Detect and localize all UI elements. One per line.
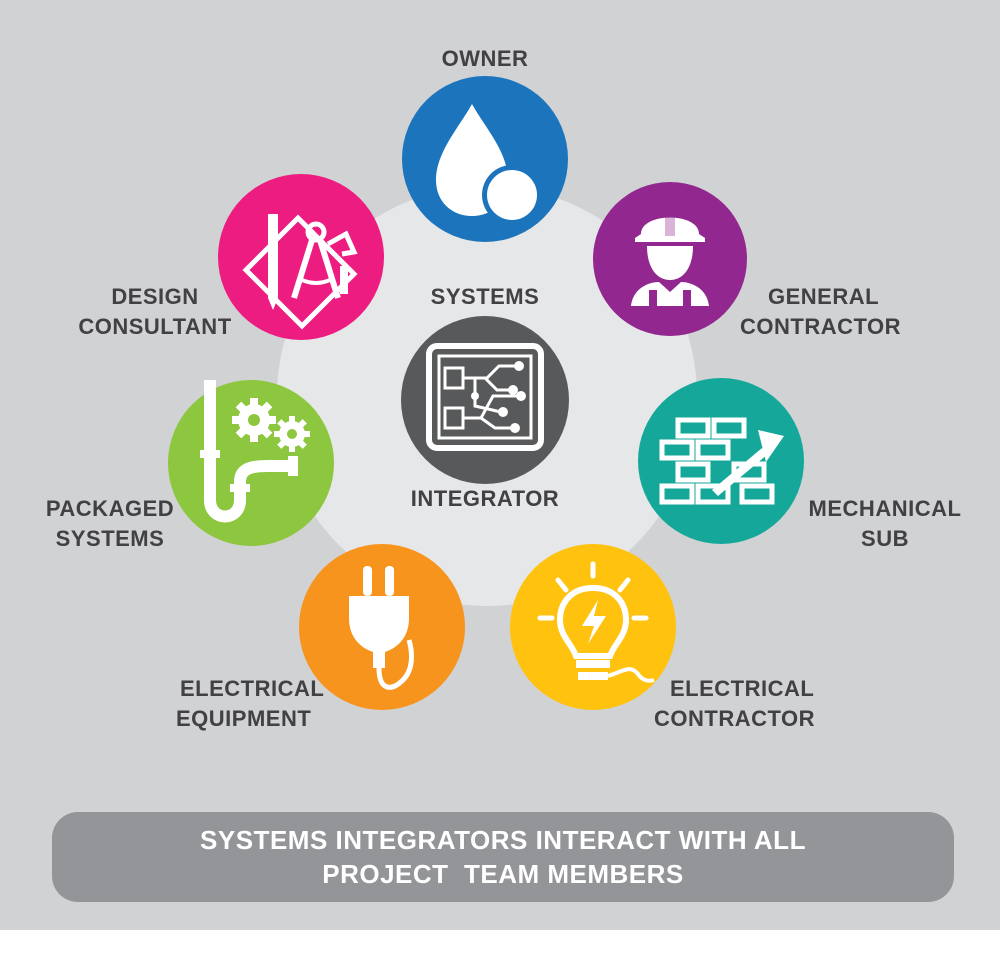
hard-hat-worker-icon [631, 212, 709, 306]
diagram-canvas: OWNER GENERAL CONTRACTOR [0, 0, 1000, 930]
banner-line-1: SYSTEMS INTEGRATORS INTERACT WITH ALL [200, 825, 806, 855]
brick-wall-trowel-icon [659, 417, 784, 505]
owner-node [402, 76, 568, 242]
center-label-bottom: INTEGRATOR [410, 486, 560, 511]
mechanical-sub-node [638, 378, 804, 544]
packaged-systems-node [168, 380, 334, 546]
circuit-board-icon [426, 343, 544, 451]
electrical-equipment-node [299, 544, 465, 710]
pipes-gears-icon [200, 380, 310, 523]
packaged-systems-label: PACKAGED SYSTEMS [45, 496, 175, 551]
summary-banner: SYSTEMS INTEGRATORS INTERACT WITH ALL PR… [52, 812, 954, 902]
center-label-top: SYSTEMS [430, 284, 540, 309]
design-consultant-node [218, 174, 384, 340]
electrical-contractor-label: ELECTRICAL CONTRACTOR [654, 676, 816, 731]
mechanical-sub-label: MECHANICAL SUB [808, 496, 962, 551]
banner-line-2: PROJECT TEAM MEMBERS [322, 859, 684, 889]
design-consultant-label: DESIGN CONSULTANT [78, 284, 232, 339]
water-drop-icon [436, 104, 542, 225]
electrical-contractor-node [510, 544, 676, 710]
drafting-tools-icon [242, 214, 358, 330]
general-contractor-node [593, 182, 747, 336]
systems-integrator-node [401, 316, 569, 484]
general-contractor-label: GENERAL CONTRACTOR [740, 284, 902, 339]
light-bulb-icon [537, 561, 655, 683]
owner-label: OWNER [441, 46, 529, 71]
electric-plug-icon [349, 566, 414, 690]
electrical-equipment-label: ELECTRICAL EQUIPMENT [176, 676, 325, 731]
